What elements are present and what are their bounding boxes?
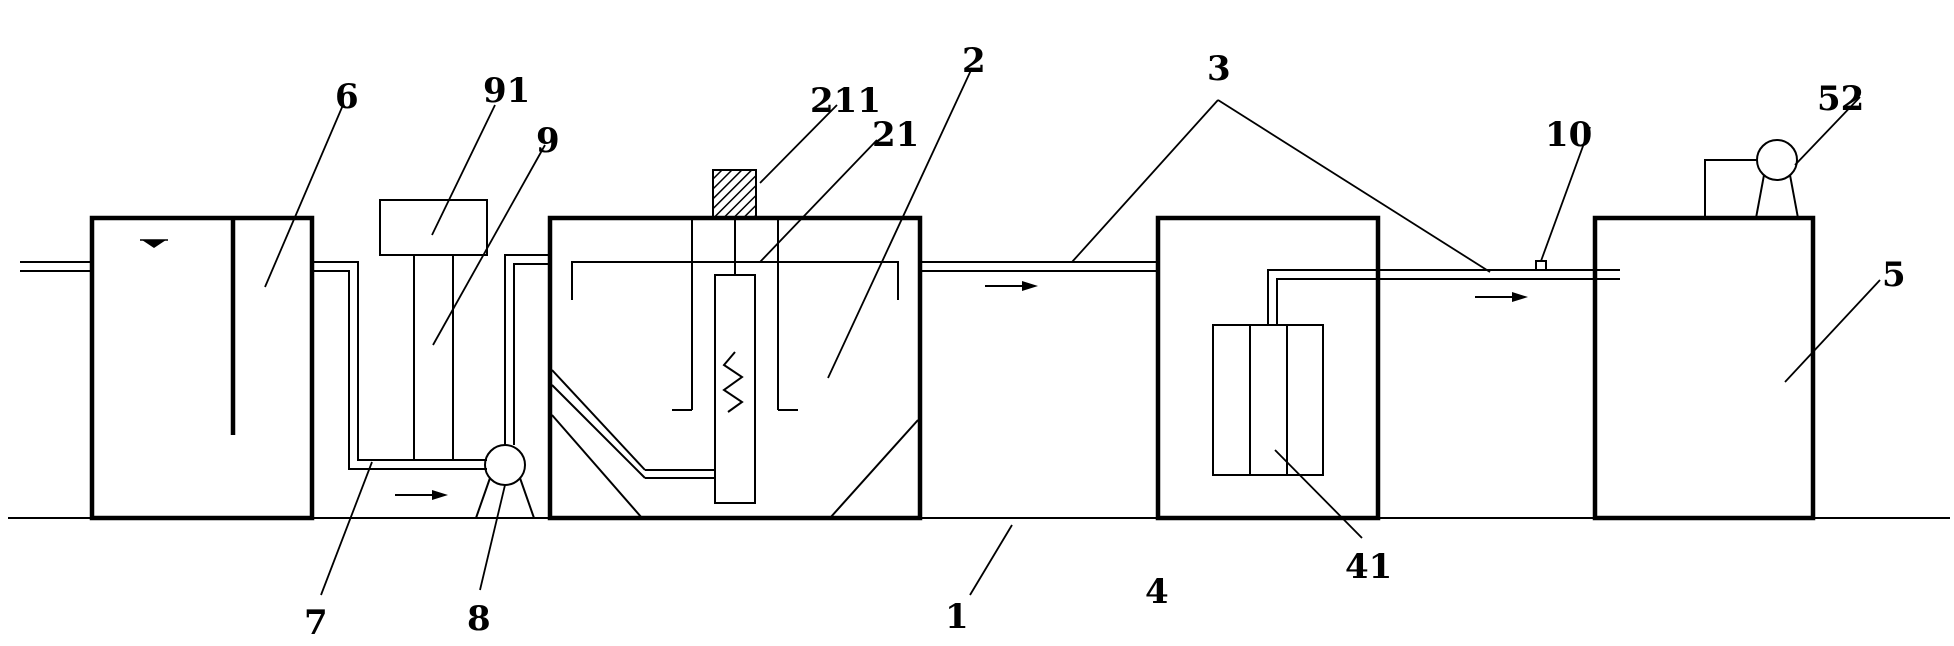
tank-4 — [1155, 215, 1620, 521]
label-7: 7 — [304, 603, 328, 643]
motor-211 — [712, 169, 757, 219]
label-9: 9 — [536, 121, 560, 161]
label-91: 91 — [483, 71, 530, 111]
label-41: 41 — [1345, 547, 1392, 587]
pipe-7 — [312, 261, 487, 500]
label-5: 5 — [1882, 255, 1906, 295]
pump-8 — [475, 254, 550, 519]
pipe-3-segment-a — [920, 261, 1158, 291]
label-3: 3 — [1207, 49, 1231, 89]
pipe-3-segment-b — [1475, 260, 1547, 302]
label-21: 21 — [872, 115, 919, 155]
label-211: 211 — [810, 81, 881, 121]
label-8: 8 — [467, 599, 491, 639]
label-6: 6 — [335, 77, 359, 117]
label-2: 2 — [962, 41, 986, 81]
tank-2 — [547, 215, 923, 521]
tank-6 — [20, 215, 315, 521]
label-52: 52 — [1817, 79, 1864, 119]
label-10: 10 — [1545, 115, 1592, 155]
tank-5 — [1592, 139, 1816, 521]
label-1: 1 — [945, 597, 969, 637]
dosing-unit-9 — [379, 199, 488, 460]
pump-52 — [1756, 139, 1798, 181]
leader-lines — [264, 67, 1881, 596]
label-4: 4 — [1145, 572, 1169, 612]
valve-10 — [1535, 260, 1547, 271]
